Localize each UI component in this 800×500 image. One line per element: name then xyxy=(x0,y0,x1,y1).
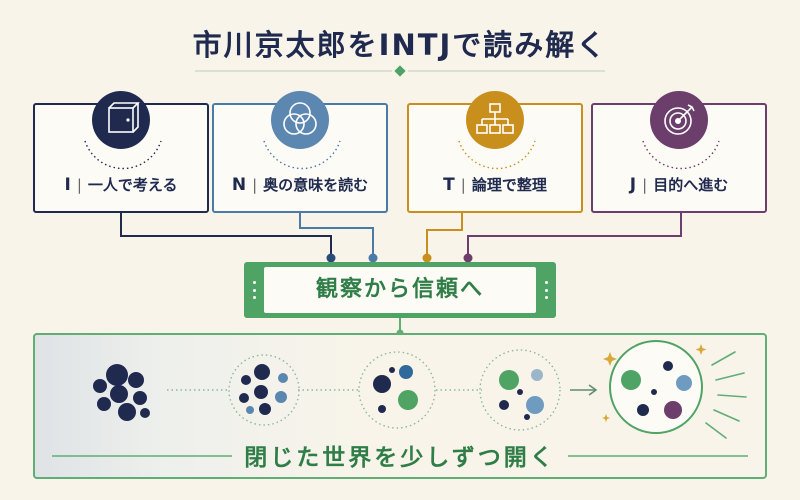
separator: | xyxy=(76,176,82,194)
card-label-text: 論理で整理 xyxy=(471,176,547,194)
hub-dots-right xyxy=(544,281,548,299)
arrow-head xyxy=(588,384,598,396)
stage-expanding xyxy=(479,349,561,431)
connector-t xyxy=(426,213,463,258)
venn-icon xyxy=(271,91,329,149)
card-label-text: 一人で考える xyxy=(87,176,178,194)
connector-dot-j xyxy=(463,253,473,263)
panel-caption: 閉じた世界を少しずつ開く xyxy=(244,445,556,471)
connector-n xyxy=(299,213,374,258)
hub-label: 観察から信頼へ xyxy=(264,267,536,313)
separator: | xyxy=(460,176,466,194)
hierarchy-icon xyxy=(466,91,524,149)
card-letter: J xyxy=(629,175,637,195)
connector-dot-i xyxy=(326,253,336,263)
card-letter: T xyxy=(443,175,455,195)
separator: | xyxy=(252,176,258,194)
card-thinking: T | 論理で整理 xyxy=(407,91,583,213)
card-letter: N xyxy=(231,175,247,195)
card-letter: I xyxy=(64,175,71,195)
card-label-text: 目的へ進む xyxy=(653,176,729,194)
connector-j xyxy=(467,213,682,258)
page-title: 市川京太郎をINTJで読み解く xyxy=(192,28,608,62)
connector-dot-n xyxy=(368,253,378,263)
radiance-rays xyxy=(705,351,747,439)
stage-opening xyxy=(358,351,436,429)
card-label-text: 奥の意味を読む xyxy=(263,176,369,194)
card-judging: J | 目的へ進む xyxy=(591,91,767,213)
target-icon xyxy=(650,91,708,149)
stage-loosening xyxy=(228,354,300,426)
cube-icon xyxy=(92,91,150,149)
card-introversion: I | 一人で考える xyxy=(33,91,209,213)
separator: | xyxy=(642,176,648,194)
stage-open-world xyxy=(609,340,703,434)
stage-closed-cluster xyxy=(93,364,150,421)
hub-dots-left xyxy=(252,281,256,299)
connector-dot-t xyxy=(422,253,432,263)
connector-i xyxy=(120,213,332,258)
hub-banner: 観察から信頼へ xyxy=(244,262,556,318)
card-intuition: N | 奥の意味を読む xyxy=(212,91,388,213)
sparkle-icon xyxy=(602,344,707,422)
